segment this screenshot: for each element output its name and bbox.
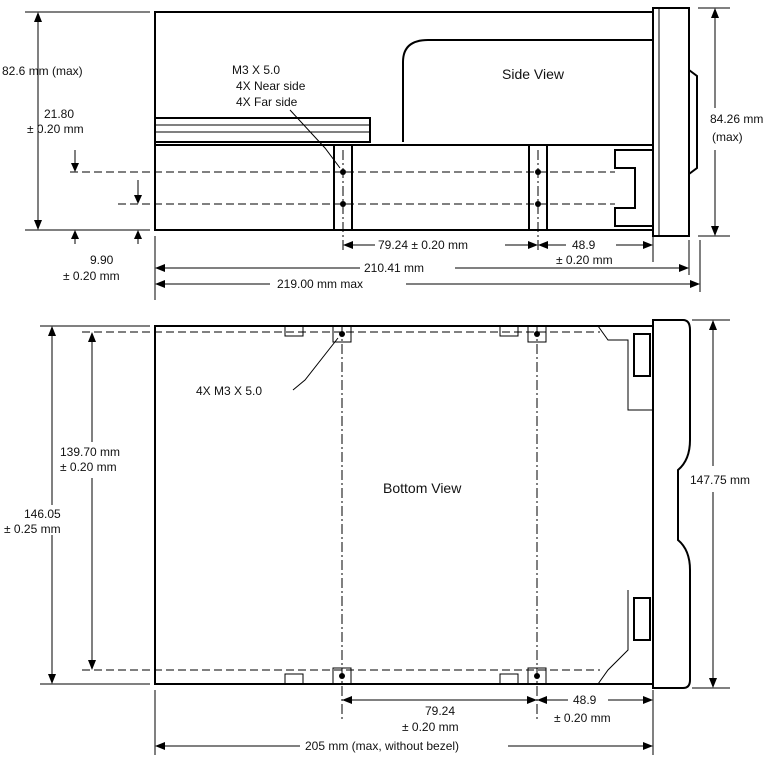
arrowhead bbox=[709, 678, 717, 688]
arrowhead bbox=[643, 241, 653, 249]
arrowhead bbox=[527, 696, 537, 704]
side-bezel-height-value: 84.26 mm bbox=[710, 112, 763, 126]
side-hole-offset-value: 21.80 bbox=[44, 107, 74, 121]
arrowhead bbox=[155, 742, 165, 750]
arrowhead bbox=[643, 696, 653, 704]
side-hole-spacing: 79.24 ± 0.20 mm bbox=[378, 238, 468, 252]
bottom-hole-spacing-value: 79.24 bbox=[425, 704, 455, 718]
rail-block bbox=[499, 673, 519, 685]
side-leader bbox=[289, 109, 341, 169]
side-bottom-offset-tol: ± 0.20 mm bbox=[63, 269, 120, 283]
bottom-rear-top-detail bbox=[597, 325, 653, 411]
bottom-rear-hole-tol: ± 0.20 mm bbox=[554, 711, 611, 725]
arrowhead bbox=[88, 660, 96, 670]
arrowhead bbox=[711, 226, 719, 236]
arrowhead bbox=[134, 195, 142, 204]
side-length-max: 219.00 mm max bbox=[277, 277, 363, 291]
arrowhead bbox=[34, 12, 42, 22]
bottom-callout-screw: 4X M3 X 5.0 bbox=[196, 384, 262, 398]
bottom-bezel-width: 147.75 mm bbox=[690, 473, 750, 487]
bottom-hole-spacing-tol: ± 0.20 mm bbox=[402, 720, 459, 734]
bottom-view: Bottom View 4X M3 X 5.0 139.70 mm ± 0.20… bbox=[4, 319, 750, 755]
side-step-lines bbox=[155, 124, 370, 133]
bottom-rear-bot-detail bbox=[597, 590, 629, 685]
arrowhead bbox=[537, 696, 547, 704]
side-callout-screw: M3 X 5.0 bbox=[232, 63, 280, 77]
arrowhead bbox=[134, 230, 142, 239]
side-callout-near: 4X Near side bbox=[236, 79, 306, 93]
side-bezel-height-tol: (max) bbox=[712, 130, 743, 144]
bottom-bezel-tab bbox=[633, 333, 651, 377]
side-rear-hole-value: 48.9 bbox=[572, 238, 596, 252]
arrowhead bbox=[342, 696, 352, 704]
rail-block bbox=[284, 673, 304, 685]
side-bracket bbox=[614, 149, 653, 227]
arrowhead bbox=[528, 241, 538, 249]
side-rear-hole-tol: ± 0.20 mm bbox=[556, 253, 613, 267]
side-view-title: Side View bbox=[502, 66, 565, 82]
side-length: 210.41 mm bbox=[364, 261, 424, 275]
arrowhead bbox=[34, 220, 42, 230]
arrowhead bbox=[48, 674, 56, 684]
rail-block bbox=[284, 325, 304, 337]
side-bottom-offset-value: 9.90 bbox=[90, 253, 114, 267]
side-callout-far: 4X Far side bbox=[236, 95, 298, 109]
bottom-bezel bbox=[652, 319, 691, 689]
bottom-length: 205 mm (max, without bezel) bbox=[305, 739, 459, 753]
arrowhead bbox=[690, 280, 700, 288]
rail-block bbox=[499, 325, 519, 337]
arrowhead bbox=[711, 8, 719, 18]
side-height-label: 82.6 mm (max) bbox=[2, 64, 83, 78]
bottom-leader bbox=[292, 337, 339, 391]
bottom-width-tol: ± 0.25 mm bbox=[4, 522, 61, 536]
arrowhead bbox=[643, 742, 653, 750]
arrowhead bbox=[155, 264, 165, 272]
side-step bbox=[155, 117, 371, 143]
arrowhead bbox=[155, 280, 165, 288]
bottom-rear-hole-value: 48.9 bbox=[573, 693, 597, 707]
bottom-view-title: Bottom View bbox=[383, 480, 462, 496]
bottom-bezel-tab bbox=[633, 597, 651, 641]
arrowhead bbox=[71, 163, 79, 172]
arrowhead bbox=[88, 332, 96, 342]
arrowhead bbox=[48, 326, 56, 336]
side-hole-offset-tol: ± 0.20 mm bbox=[27, 122, 84, 136]
side-bezel-nose bbox=[688, 69, 698, 175]
bottom-body-outline bbox=[154, 325, 654, 685]
side-cover-curve bbox=[402, 39, 653, 142]
bottom-hole-span-tol: ± 0.20 mm bbox=[60, 460, 117, 474]
arrowhead bbox=[679, 264, 689, 272]
arrowhead bbox=[538, 241, 548, 249]
bottom-width-value: 146.05 bbox=[24, 507, 61, 521]
arrowhead bbox=[71, 230, 79, 239]
side-view: Side View M3 X 5.0 4X Near side 4X Far s… bbox=[2, 7, 763, 300]
bottom-hole-span-value: 139.70 mm bbox=[60, 445, 120, 459]
arrowhead bbox=[343, 241, 353, 249]
arrowhead bbox=[709, 320, 717, 330]
side-bezel bbox=[652, 7, 690, 237]
